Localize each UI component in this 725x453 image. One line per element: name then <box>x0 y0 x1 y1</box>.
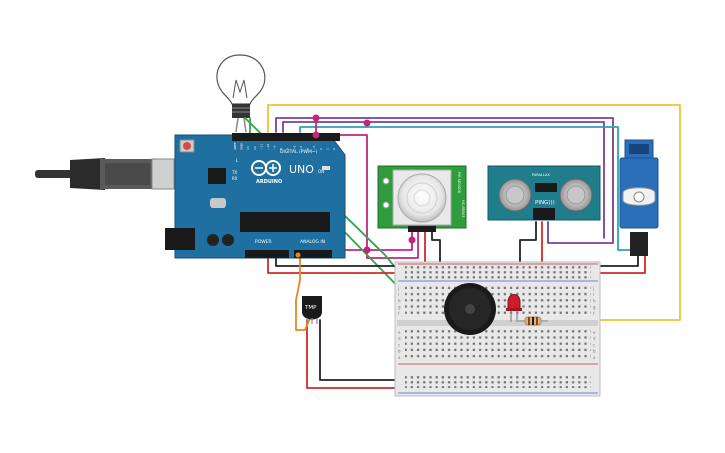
wire-red-4 <box>594 254 646 274</box>
terminal-block-bottom <box>405 329 591 360</box>
terminal-block-top <box>405 285 591 316</box>
ping-small-label: PARALLAX <box>532 173 550 177</box>
ping-ultrasonic-sensor[interactable]: PING))) PARALLAX <box>487 165 601 221</box>
row-letter: i <box>593 292 594 297</box>
wire-black-1 <box>275 254 401 267</box>
arduino-uno[interactable]: UNO ARDUINO DIGITAL (PWM~) POWER ANALOG … <box>165 133 346 259</box>
row-letter: b <box>398 349 401 354</box>
rx-label: RX <box>232 176 238 181</box>
digital-pin-label: ~3 <box>312 145 316 150</box>
servo-motor[interactable] <box>619 139 659 256</box>
digital-pin-label: 12 <box>253 146 257 150</box>
digital-pin-label: 13 <box>246 146 250 150</box>
row-letter: c <box>593 342 595 347</box>
wire-magenta-2 <box>290 134 419 259</box>
row-letter: j <box>397 286 399 291</box>
wire-purple-1 <box>275 117 614 244</box>
bottom-power-rail <box>405 374 591 388</box>
row-letter: g <box>593 305 596 310</box>
arduino-logo <box>251 160 281 176</box>
digital-pin-label: ~10 <box>266 144 270 150</box>
digital-header <box>232 133 340 141</box>
digital-pin-label: ~9 <box>273 145 277 150</box>
digital-label: DIGITAL (PWM~) <box>280 149 318 155</box>
analog-label: ANALOG IN <box>300 239 325 245</box>
digital-pin-label: 0 <box>332 148 336 150</box>
row-letter: a <box>593 355 596 360</box>
on-label: ON <box>318 169 324 174</box>
wire-black-5 <box>319 319 401 381</box>
digital-pin-label: 1 <box>325 148 329 150</box>
digital-pin-label: 4 <box>306 148 310 150</box>
digital-pin-label: ~6 <box>292 145 296 150</box>
power-header <box>245 250 289 258</box>
wire-black-3 <box>519 221 537 267</box>
row-letter: g <box>398 305 401 310</box>
digital-pin-label: ~11 <box>259 144 263 150</box>
wire-black-2 <box>431 231 441 267</box>
wire-purple-2 <box>282 121 605 239</box>
pir-dome <box>397 173 447 223</box>
row-letter: d <box>398 336 401 341</box>
row-letter: j <box>592 286 594 291</box>
power-label: POWER <box>255 239 272 245</box>
digital-pin-label: 8 <box>279 148 283 150</box>
row-letter: h <box>398 298 401 303</box>
tmp-label: TMP <box>304 305 317 311</box>
digital-pin-label: 7 <box>286 148 290 150</box>
wire-yellow <box>267 104 681 321</box>
tx-label: TX <box>231 170 237 175</box>
light-bulb[interactable] <box>216 54 266 133</box>
digital-pin-label: ~5 <box>299 145 303 150</box>
l-label: L <box>236 158 239 163</box>
usb-cable[interactable] <box>35 158 175 190</box>
center-channel <box>397 320 598 326</box>
tmp-sensor[interactable]: TMP <box>302 296 322 324</box>
wire-orange <box>295 254 311 331</box>
row-letter: i <box>398 292 399 297</box>
arduino-model: UNO <box>289 163 314 176</box>
row-letter: c <box>398 342 400 347</box>
row-letter: f <box>398 311 400 316</box>
wire-red-5 <box>306 319 401 389</box>
wire-teal <box>299 126 633 251</box>
analog-header <box>294 250 332 258</box>
pir-label-top: PIR SENSOR <box>457 172 461 194</box>
atmega-chip <box>240 212 330 232</box>
wire-junctions <box>295 114 416 258</box>
ping-label: PING))) <box>535 200 555 206</box>
digital-pin-label: AREF <box>233 142 237 150</box>
wire-red-1 <box>267 254 401 274</box>
row-letter: h <box>593 298 596 303</box>
power-jack <box>165 228 195 250</box>
row-letter: e <box>398 330 401 335</box>
row-letter: f <box>593 311 595 316</box>
top-power-rail <box>405 266 591 279</box>
row-letter: b <box>593 349 596 354</box>
digital-pin-label: GND <box>240 142 244 150</box>
wire-black-4 <box>594 254 639 267</box>
row-letter: d <box>593 336 596 341</box>
pir-label-side: HC-SR501 <box>461 200 465 218</box>
pir-sensor[interactable]: PIR SENSOR HC-SR501 <box>377 165 467 232</box>
red-led[interactable] <box>506 294 522 323</box>
row-letter: e <box>593 330 596 335</box>
piezo-buzzer[interactable] <box>444 283 496 335</box>
row-letter: a <box>398 355 401 360</box>
digital-pin-label: 2 <box>319 148 323 150</box>
arduino-brand: ARDUINO <box>256 179 282 185</box>
resistor[interactable] <box>518 316 548 326</box>
